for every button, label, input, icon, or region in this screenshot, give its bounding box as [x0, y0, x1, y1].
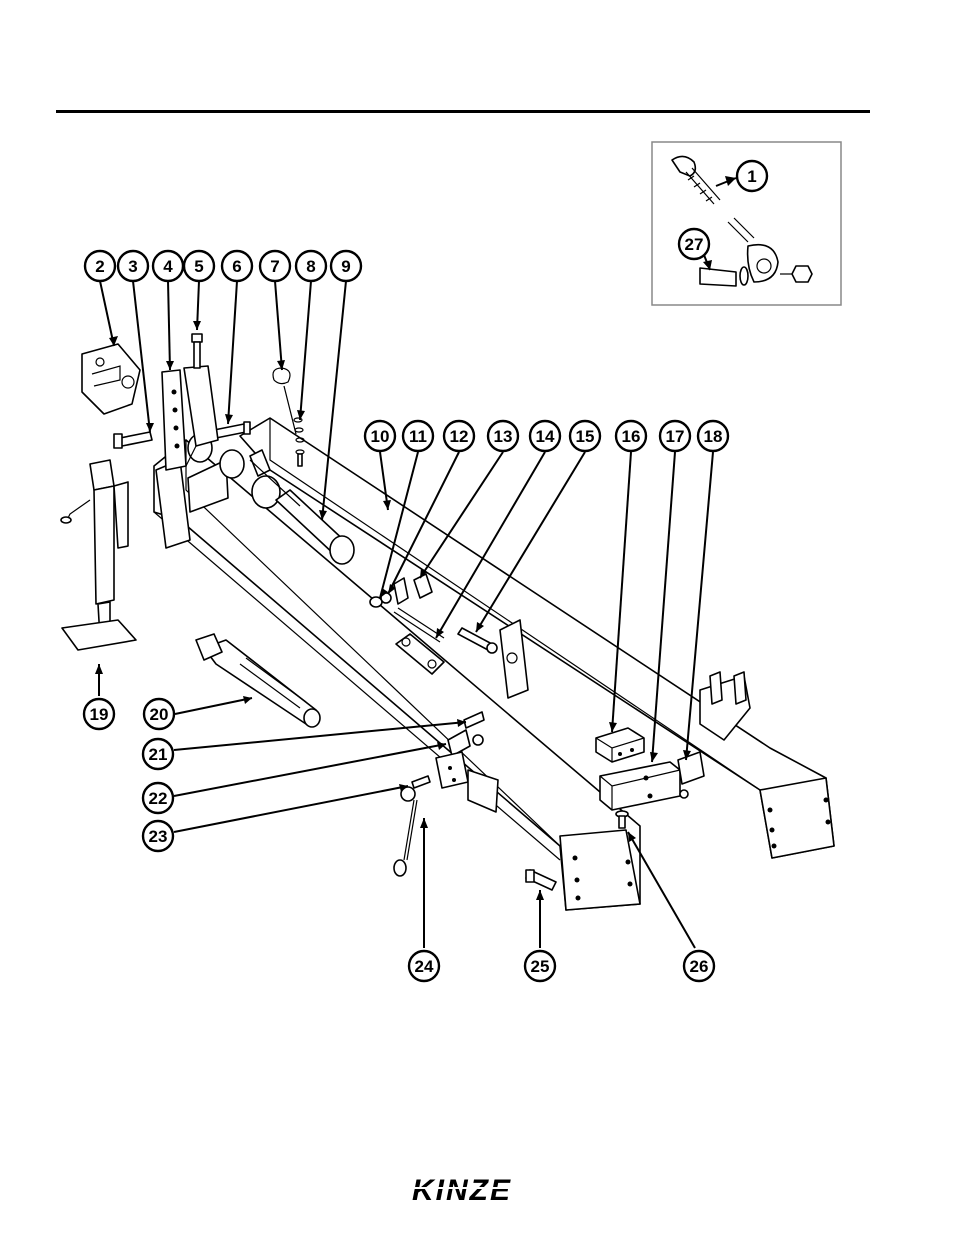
bolt-icon [114, 432, 152, 448]
callout-18: 18 [698, 421, 728, 451]
callout-11: 11 [403, 421, 433, 451]
callout-label: 5 [194, 257, 203, 276]
callout-5: 5 [184, 251, 214, 281]
callout-label: 24 [415, 957, 434, 976]
callout-17: 17 [660, 421, 690, 451]
callout-label: 16 [622, 427, 641, 446]
callout-label: 10 [371, 427, 390, 446]
callout-label: 8 [306, 257, 315, 276]
callout-label: 13 [494, 427, 513, 446]
callout-14: 14 [530, 421, 560, 451]
callout-label: 3 [128, 257, 137, 276]
callout-2: 2 [85, 251, 115, 281]
callout-label: 20 [150, 705, 169, 724]
callout-1: 1 [737, 161, 767, 191]
callout-label: 21 [149, 745, 168, 764]
callout-label: 7 [270, 257, 279, 276]
callout-7: 7 [260, 251, 290, 281]
callout-19: 19 [84, 699, 114, 729]
callout-24: 24 [409, 951, 439, 981]
jack-handle-icon [196, 634, 320, 727]
callout-21: 21 [143, 739, 173, 769]
callout-13: 13 [488, 421, 518, 451]
callout-label: 23 [149, 827, 168, 846]
callout-22: 22 [143, 783, 173, 813]
logo-text: KINZE [412, 1174, 512, 1207]
callout-27: 27 [679, 229, 709, 259]
callout-25: 25 [525, 951, 555, 981]
callout-10: 10 [365, 421, 395, 451]
callout-label: 25 [531, 957, 550, 976]
mounting-block-icon [596, 728, 644, 762]
callout-15: 15 [570, 421, 600, 451]
bolt-icon [526, 870, 556, 890]
callout-9: 9 [331, 251, 361, 281]
callout-26: 26 [684, 951, 714, 981]
u-bracket-icon [394, 574, 432, 604]
spacer-block-icon [678, 752, 704, 798]
callout-label: 6 [232, 257, 241, 276]
callout-label: 22 [149, 789, 168, 808]
bolt-icon [458, 628, 497, 653]
callout-label: 19 [90, 705, 109, 724]
callout-16: 16 [616, 421, 646, 451]
bolt-icon [192, 334, 202, 368]
angle-bracket-icon [600, 762, 680, 810]
callout-label: 15 [576, 427, 595, 446]
callout-12: 12 [444, 421, 474, 451]
callout-label: 9 [341, 257, 350, 276]
callout-label: 12 [450, 427, 469, 446]
callout-20: 20 [144, 699, 174, 729]
callout-label: 26 [690, 957, 709, 976]
clevis-block-icon [82, 344, 140, 414]
callout-label: 17 [666, 427, 685, 446]
callout-4: 4 [153, 251, 183, 281]
callout-label: 14 [536, 427, 555, 446]
callout-label: 18 [704, 427, 723, 446]
kinze-logo: KINZE [412, 1174, 520, 1207]
callout-6: 6 [222, 251, 252, 281]
callout-label: 4 [163, 257, 173, 276]
callout-23: 23 [143, 821, 173, 851]
callout-label: 27 [685, 235, 704, 254]
callout-label: 2 [95, 257, 104, 276]
callout-label: 11 [409, 427, 427, 446]
callout-8: 8 [296, 251, 326, 281]
callout-3: 3 [118, 251, 148, 281]
callout-label: 1 [747, 167, 756, 186]
parking-jack-icon [61, 460, 136, 650]
